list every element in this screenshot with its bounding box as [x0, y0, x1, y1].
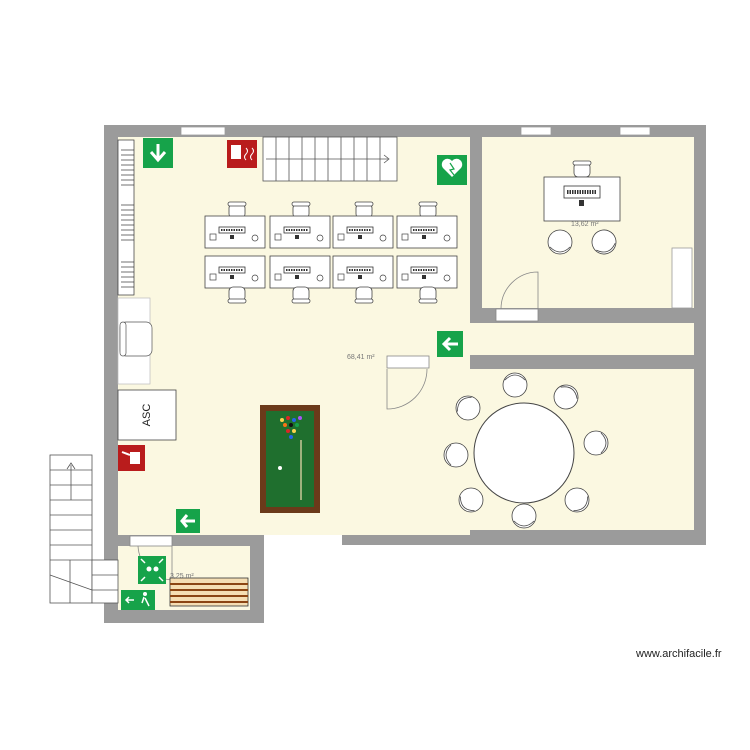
office-area-label: 13,62 m²: [571, 221, 599, 228]
watermark: www.archifacile.fr: [636, 648, 722, 660]
assembly-point-sign-icon: [138, 556, 166, 584]
exit-left-sign-icon: [437, 331, 463, 357]
fire-extinguisher-sign-icon: [118, 445, 145, 471]
elevator: ASC: [117, 389, 177, 441]
small-area-label: 3,25 m²: [170, 573, 194, 580]
left-shelving: [117, 139, 153, 385]
billiard-table: [260, 405, 320, 513]
elevator-label: ASC: [141, 404, 153, 427]
top-staircase: [262, 136, 398, 182]
windows: [180, 126, 693, 309]
fire-alarm-sign-icon: [227, 140, 257, 168]
exit-left-sign-icon: [176, 509, 200, 533]
main-area-label: 68,41 m²: [347, 354, 375, 361]
doors: [129, 271, 539, 581]
office-desk: [543, 160, 621, 258]
exit-down-sign-icon: [143, 138, 173, 168]
defibrillator-sign-icon: [437, 155, 467, 185]
left-staircase: [49, 454, 119, 604]
bench: [169, 577, 249, 607]
emergency-exit-sign-icon: [121, 590, 155, 610]
round-table: [443, 372, 609, 529]
